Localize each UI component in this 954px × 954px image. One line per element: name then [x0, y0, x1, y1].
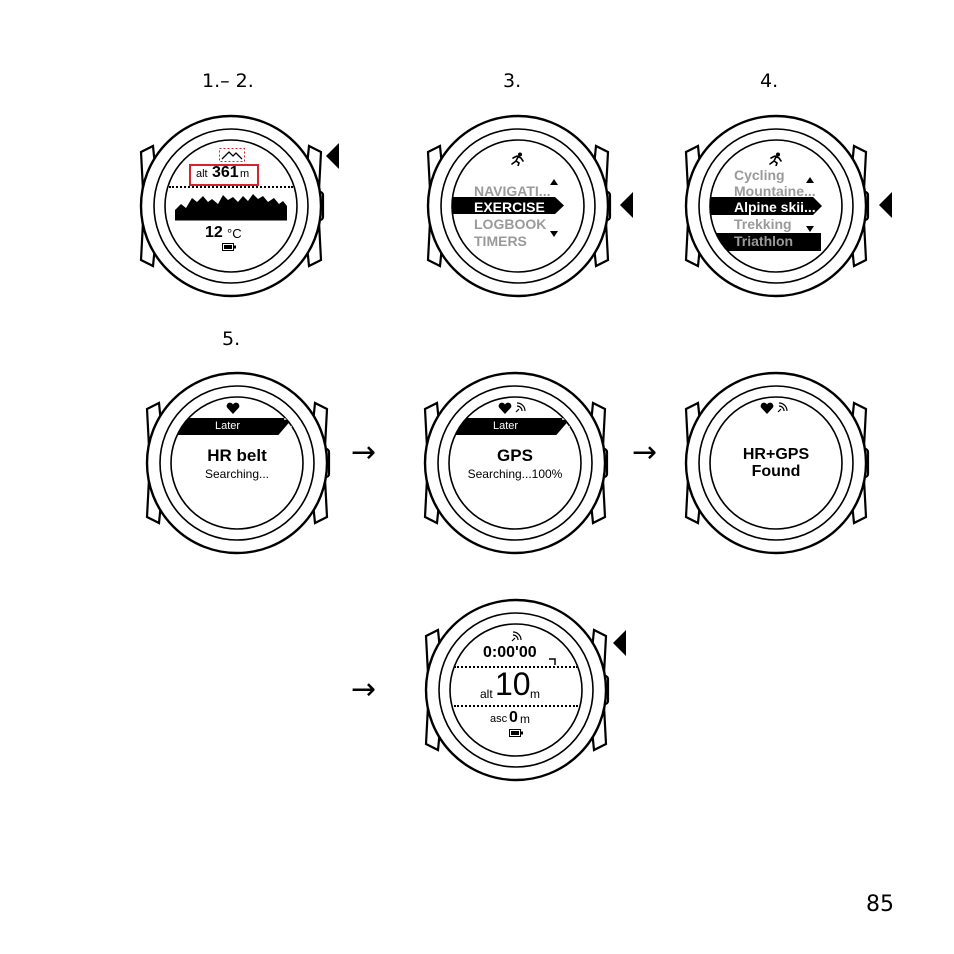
later-label: Later [493, 420, 519, 432]
menu-item[interactable]: TIMERS [474, 233, 527, 249]
step-label-4: 4. [760, 70, 779, 92]
corner-button-icon [562, 418, 571, 427]
heart-icon [760, 402, 774, 414]
timer-value: 0:00'00 [483, 644, 537, 661]
watch-main-menu: NAVIGATI... EXERCISE LOGBOOK TIMERS [418, 106, 633, 306]
button-pointer-icon [620, 192, 633, 218]
menu-item[interactable]: Trekking [734, 216, 792, 232]
divider [454, 705, 578, 707]
flow-arrow: → [632, 435, 658, 470]
alt-value: 10 [495, 666, 531, 702]
found-line-2: Found [751, 463, 801, 480]
watch-bezel [424, 598, 610, 782]
divider [454, 666, 578, 668]
running-icon [769, 152, 782, 166]
watch-sport-list: Cycling Mountaine... Trekking Triathlon … [676, 106, 892, 306]
device-title: HR belt [207, 446, 267, 465]
button-pointer-icon [613, 630, 626, 656]
menu-item[interactable]: Mountaine... [734, 183, 816, 199]
menu-item[interactable]: Triathlon [734, 233, 794, 249]
button-pointer-icon [326, 143, 339, 169]
altitude-box [189, 164, 259, 186]
battery-icon [222, 243, 236, 251]
step-label-5: 5. [222, 328, 241, 350]
step-label-1-2: 1.– 2. [202, 70, 254, 92]
heart-icon [226, 402, 240, 414]
menu-item-selected[interactable]: EXERCISE [474, 199, 545, 215]
later-button[interactable]: Later [171, 418, 303, 435]
search-status: Searching...100% [467, 467, 563, 481]
found-line-1: HR+GPS [742, 446, 810, 463]
asc-value: 0 [509, 709, 518, 726]
heart-icon [498, 402, 512, 414]
flow-arrow: → [351, 435, 377, 470]
gps-signal-icon [777, 402, 788, 413]
triangle-up-icon [806, 177, 814, 183]
asc-unit: m [520, 712, 530, 726]
band-spacer-hidden [710, 233, 821, 251]
alt-value: 361 [212, 164, 239, 181]
page-number: 85 [866, 892, 894, 917]
menu-selection-band [452, 197, 564, 214]
alt-label: alt [480, 687, 493, 701]
menu-item-selected[interactable]: Alpine skii... [734, 199, 816, 215]
asc-label: asc [490, 713, 508, 725]
gps-signal-icon [511, 631, 522, 642]
triangle-down-icon [806, 226, 814, 232]
menu-item[interactable]: Cycling [734, 167, 785, 183]
corner-button-icon [549, 658, 556, 665]
watch-gps-search: Later GPS Searching...100% [415, 363, 615, 563]
watch-screen: alt 361 m 12 °C [165, 140, 297, 272]
flow-arrow: → [351, 672, 377, 707]
watch-altitude-view: alt 361 m 12 °C [131, 106, 339, 306]
watch-screen: Later HR belt Searching... [171, 397, 303, 529]
alt-unit: m [240, 168, 250, 180]
running-icon [511, 152, 524, 166]
battery-icon [509, 729, 523, 737]
gps-signal-icon [515, 402, 526, 413]
step-label-3: 3. [503, 70, 522, 92]
watch-hr-gps-found: HR+GPS Found [676, 363, 876, 563]
menu-item[interactable]: NAVIGATI... [474, 183, 551, 199]
device-title: GPS [497, 446, 533, 465]
watch-screen: Cycling Mountaine... Trekking Triathlon … [710, 140, 842, 272]
alt-unit: m [530, 687, 540, 701]
temp-unit: °C [227, 226, 242, 241]
menu-item[interactable]: LOGBOOK [474, 216, 547, 232]
divider [169, 186, 293, 188]
triangle-down-icon [550, 231, 558, 237]
watch-bezel [684, 371, 870, 555]
later-label: Later [215, 420, 241, 432]
menu-selection-band [710, 197, 822, 215]
corner-button-icon [284, 418, 293, 427]
watch-screen: 0:00'00 alt 10 m asc 0 m [450, 624, 582, 756]
watch-hr-belt-search: Later HR belt Searching... [137, 363, 337, 563]
triangle-up-icon [550, 179, 558, 185]
watch-screen: HR+GPS Found [710, 397, 842, 529]
watch-exercise-recording: 0:00'00 alt 10 m asc 0 m [416, 590, 626, 790]
alt-label: alt [196, 168, 208, 180]
watch-screen: NAVIGATI... EXERCISE LOGBOOK TIMERS [452, 140, 584, 272]
button-pointer-icon [879, 192, 892, 218]
watch-screen: Later GPS Searching...100% [449, 397, 581, 529]
search-status: Searching... [204, 467, 270, 481]
mountain-icon [219, 148, 245, 162]
altitude-graph [175, 194, 287, 221]
later-button[interactable]: Later [449, 418, 581, 435]
temp-value: 12 [205, 224, 223, 241]
